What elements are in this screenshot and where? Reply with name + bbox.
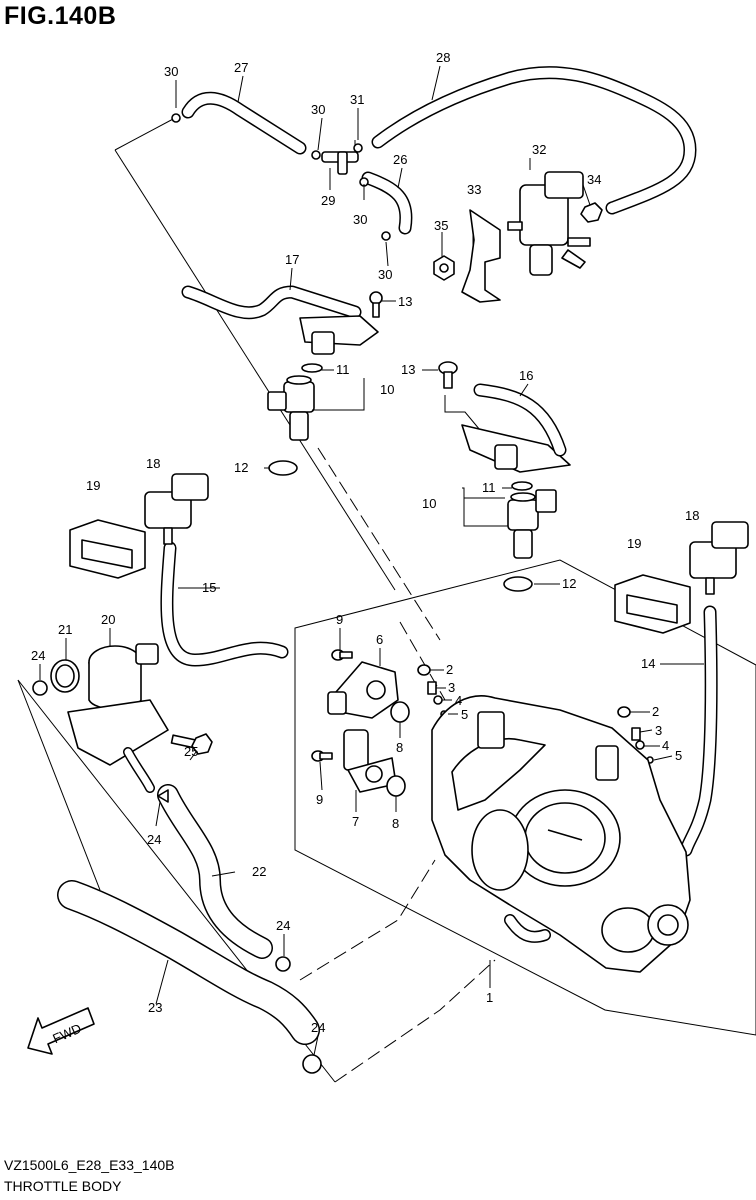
- callout-34: 34: [587, 172, 601, 187]
- callout-24-b: 24: [147, 832, 161, 847]
- screw-13-lower: [438, 361, 458, 389]
- sensor-cover-19-left: [69, 519, 146, 579]
- callout-19-b: 19: [627, 536, 641, 551]
- delivery-pipe-16: [461, 383, 571, 473]
- throttle-position-sensor-6: [327, 661, 399, 719]
- callout-11-a: 11: [336, 362, 350, 377]
- hose-27: [181, 91, 307, 155]
- hose-14: [679, 605, 718, 857]
- callout-24-c: 24: [276, 918, 290, 933]
- delivery-pipe-17: [299, 315, 379, 355]
- pressure-sensor-18-left: [144, 473, 209, 545]
- callout-8-a: 8: [396, 740, 403, 755]
- bracket-33: [461, 209, 501, 303]
- callout-30-c: 30: [353, 212, 367, 227]
- solenoid-valve-32: [507, 171, 591, 276]
- o-ring-11-set: [301, 363, 533, 491]
- joint-29: [321, 151, 359, 175]
- callout-27: 27: [234, 60, 248, 75]
- callout-22: 22: [252, 864, 266, 879]
- callout-26: 26: [393, 152, 407, 167]
- hose-23: [57, 880, 320, 1045]
- callout-17: 17: [285, 252, 299, 267]
- callout-3-b: 3: [655, 723, 662, 738]
- nut-34: [580, 202, 603, 223]
- callout-2-b: 2: [652, 704, 659, 719]
- fwd-arrow-icon: FWD: [27, 1007, 95, 1055]
- callout-5-b: 5: [675, 748, 682, 763]
- cushion-12-set: [268, 460, 533, 592]
- fuel-injector-10-lower: [507, 489, 557, 559]
- washer-4-set: [433, 695, 645, 750]
- callout-13-a: 13: [398, 294, 412, 309]
- hose-28: [371, 66, 697, 215]
- hose-15: [160, 541, 289, 667]
- callout-labels: 30 27 30 31 28 26 29 30 30 32 33 34 35 1…: [31, 50, 699, 1035]
- callout-31: 31: [350, 92, 364, 107]
- callout-9-b: 9: [316, 792, 323, 807]
- callout-23: 23: [148, 1000, 162, 1015]
- callout-29: 29: [321, 193, 335, 208]
- callout-30-b: 30: [311, 102, 325, 117]
- callout-1: 1: [486, 990, 493, 1005]
- isc-valve-20: [67, 643, 169, 793]
- callout-30-d: 30: [378, 267, 392, 282]
- callout-18-b: 18: [685, 508, 699, 523]
- callout-2-a: 2: [446, 662, 453, 677]
- bolt-25: [170, 733, 213, 755]
- callout-14: 14: [641, 656, 655, 671]
- callout-9-a: 9: [336, 612, 343, 627]
- fuel-injector-10-upper: [267, 375, 315, 441]
- hose-26: [361, 171, 413, 235]
- callout-7: 7: [352, 814, 359, 829]
- model-code: VZ1500L6_E28_E33_140B: [4, 1157, 175, 1173]
- hose-22: [157, 784, 273, 959]
- callout-20: 20: [101, 612, 115, 627]
- sensor-cover-19-right: [614, 574, 691, 634]
- callout-28: 28: [436, 50, 450, 65]
- callout-13-b: 13: [401, 362, 415, 377]
- callout-19-a: 19: [86, 478, 100, 493]
- callout-6: 6: [376, 632, 383, 647]
- callout-24-a: 24: [31, 648, 45, 663]
- callout-15: 15: [202, 580, 216, 595]
- screw-13-upper: [369, 291, 383, 318]
- callout-30-a: 30: [164, 64, 178, 79]
- screw-9-set: [311, 649, 353, 762]
- callout-3-a: 3: [448, 680, 455, 695]
- callout-21: 21: [58, 622, 72, 637]
- callout-16: 16: [519, 368, 533, 383]
- pressure-sensor-18-right: [689, 521, 749, 595]
- section-name: THROTTLE BODY: [4, 1178, 122, 1194]
- callout-10-b: 10: [422, 496, 436, 511]
- callout-4-b: 4: [662, 738, 669, 753]
- callout-leaders: [39, 65, 704, 1056]
- callout-24-d: 24: [311, 1020, 325, 1035]
- callout-25: 25: [184, 744, 198, 759]
- hose-17-pipe: [181, 285, 362, 320]
- callout-10-a: 10: [380, 382, 394, 397]
- callout-8-b: 8: [392, 816, 399, 831]
- clamp-31: [353, 143, 363, 153]
- callout-33: 33: [467, 182, 481, 197]
- callout-12-b: 12: [562, 576, 576, 591]
- callout-18-a: 18: [146, 456, 160, 471]
- callout-35: 35: [434, 218, 448, 233]
- callout-4-a: 4: [455, 693, 462, 708]
- callout-5-a: 5: [461, 707, 468, 722]
- nut-35: [433, 255, 455, 281]
- clip-24-set: [32, 680, 322, 1074]
- callout-11-b: 11: [482, 480, 496, 495]
- throttle-body-assembly-1: [431, 695, 691, 973]
- callout-32: 32: [532, 142, 546, 157]
- figure-title: FIG.140B: [4, 2, 117, 30]
- callout-12-a: 12: [234, 460, 248, 475]
- o-ring-21: [50, 659, 80, 693]
